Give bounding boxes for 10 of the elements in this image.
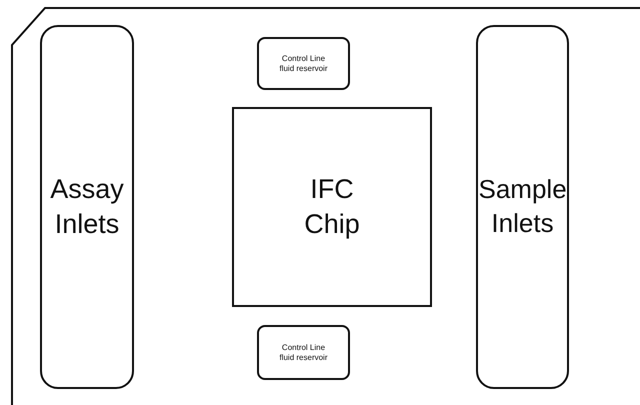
- label: IFC Chip: [303, 172, 361, 241]
- label: Sample Inlets: [478, 173, 566, 240]
- reservoir-box: [257, 37, 350, 90]
- inlet-panel: [40, 25, 134, 389]
- label: Assay Inlets: [49, 172, 125, 241]
- inlet-panel: [476, 25, 569, 389]
- label: Control Line fluid reservoir: [278, 54, 328, 74]
- chip-box: [232, 107, 432, 307]
- reservoir-box: [257, 325, 350, 380]
- label: Control Line fluid reservoir: [278, 342, 328, 362]
